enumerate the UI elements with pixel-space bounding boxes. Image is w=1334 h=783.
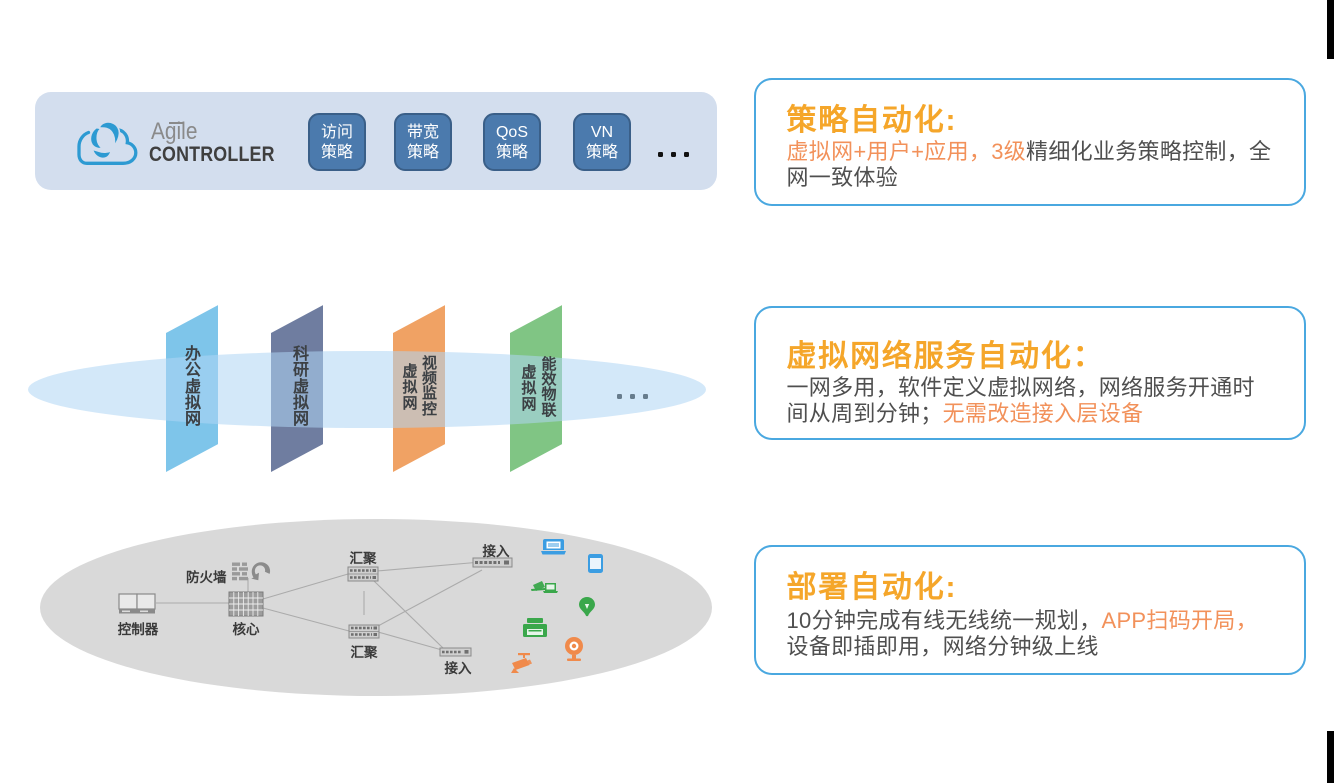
svg-text:控制器: 控制器 [118,621,159,637]
svg-text:接入: 接入 [483,543,510,559]
svg-text:接入: 接入 [445,660,472,676]
svg-text:汇聚: 汇聚 [351,645,378,660]
svg-text:核心: 核心 [233,621,260,637]
svg-text:防火墙: 防火墙 [186,569,227,585]
svg-text:汇聚: 汇聚 [350,551,377,566]
